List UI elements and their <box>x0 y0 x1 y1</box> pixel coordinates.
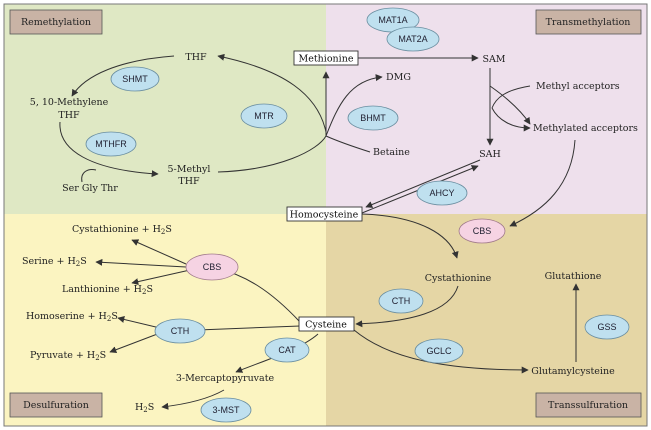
methylated-acceptors-label: Methylated acceptors <box>533 123 638 134</box>
enzyme-cth-upper: CTH <box>378 288 424 314</box>
enzyme-cat: CAT <box>264 337 310 363</box>
section-label-transmethylation: Transmethylation <box>535 9 642 35</box>
section-label-desulfuration: Desulfuration <box>9 392 103 418</box>
enzyme-mthfr: MTHFR <box>85 131 137 157</box>
svg-text:Homocysteine: Homocysteine <box>290 210 359 221</box>
svg-text:MTHFR: MTHFR <box>95 139 127 149</box>
enzyme-mtr: MTR <box>240 103 288 129</box>
cystathionine-label: Cystathionine <box>425 273 492 284</box>
methylene-to-methylthf-arrow <box>59 121 159 178</box>
betaine-to-dmg-arrow <box>325 74 383 137</box>
svg-text:SHMT: SHMT <box>122 74 148 84</box>
cysteine-box: Cysteine <box>298 316 355 332</box>
homoserine-h2s-label: Homoserine + H2S <box>26 311 118 323</box>
methylene-thf-label: 5, 10-Methylene <box>30 97 109 108</box>
methyl-acceptors-label: Methyl acceptors <box>536 81 620 92</box>
enzyme-cbs-lower: CBS <box>185 253 239 281</box>
to-cystathionine-h2s-arrow <box>131 239 187 265</box>
cystathionine-h2s-label: Cystathionine + H2S <box>72 224 172 236</box>
mtr-cycle-arc <box>217 135 327 173</box>
methyl-acceptors-line <box>491 85 531 109</box>
svg-text:MTR: MTR <box>254 111 274 121</box>
diagram-border <box>3 3 648 427</box>
thf-label: THF <box>185 52 207 63</box>
enzyme-3-mst: 3-MST <box>200 397 252 423</box>
methylation-arrow <box>489 85 531 125</box>
to-cbs-arrow <box>509 139 576 227</box>
cth-lower-line <box>197 325 301 331</box>
enzyme-gclc: GCLC <box>414 338 464 364</box>
homocysteine-to-cystathionine-arrow <box>361 213 459 259</box>
enzyme-cbs-upper: CBS <box>458 218 506 244</box>
svg-text:Transsulfuration: Transsulfuration <box>548 400 628 411</box>
svg-text:Cysteine: Cysteine <box>305 320 347 331</box>
to-homoserine-h2s-arrow <box>117 316 161 329</box>
betaine-line <box>325 135 371 153</box>
svg-text:AHCY: AHCY <box>429 188 454 198</box>
to-pyruvate-h2s-arrow <box>109 332 161 354</box>
to-serine-h2s-arrow <box>95 258 187 268</box>
svg-text:GCLC: GCLC <box>426 346 452 356</box>
svg-text:GSS: GSS <box>597 322 616 332</box>
svg-text:MAT2A: MAT2A <box>398 34 427 44</box>
h2s-label: H2S <box>135 402 154 414</box>
enzyme-bhmt: BHMT <box>347 105 399 131</box>
enzyme-mat2a: MAT2A <box>386 26 440 52</box>
section-label-remethylation: Remethylation <box>9 9 103 35</box>
sah-to-homocysteine-arrow <box>365 159 481 208</box>
to-methylated-acceptors-arrow <box>491 107 531 132</box>
ser-gly-thr-line <box>81 169 97 183</box>
dmg-label: DMG <box>386 72 411 83</box>
desulfuration-quadrant <box>4 214 326 426</box>
lanthionine-h2s-label: Lanthionine + H2S <box>62 284 153 296</box>
methyl-thf-label-2: THF <box>178 176 200 187</box>
thf-to-methylene-arrow <box>71 55 175 97</box>
svg-text:CBS: CBS <box>473 226 492 236</box>
svg-text:BHMT: BHMT <box>360 113 386 123</box>
svg-text:Desulfuration: Desulfuration <box>23 400 89 411</box>
mercaptopyruvate-label: 3-Mercaptopyruvate <box>176 373 275 384</box>
cystathionine-to-cysteine-arrow <box>355 285 459 328</box>
glutamylcysteine-label: Glutamylcysteine <box>531 366 615 377</box>
enzyme-ahcy: AHCY <box>416 180 468 206</box>
svg-text:3-MST: 3-MST <box>213 405 241 415</box>
svg-text:MAT1A: MAT1A <box>378 15 407 25</box>
svg-text:CTH: CTH <box>392 296 411 306</box>
betaine-label: Betaine <box>373 147 410 158</box>
methylene-thf-label-2: THF <box>58 110 80 121</box>
svg-text:CAT: CAT <box>278 345 296 355</box>
svg-text:CTH: CTH <box>171 326 190 336</box>
homocysteine-box: Homocysteine <box>286 206 363 222</box>
ser-gly-thr-label: Ser Gly Thr <box>62 183 118 194</box>
serine-h2s-label: Serine + H2S <box>22 256 87 268</box>
glutathione-label: Glutathione <box>545 271 602 282</box>
section-label-transsulfuration: Transsulfuration <box>535 392 642 418</box>
mercaptopyruvate-to-h2s-arrow <box>161 389 225 410</box>
svg-text:Transmethylation: Transmethylation <box>546 17 631 28</box>
methyl-thf-label: 5-Methyl <box>168 164 211 175</box>
enzyme-shmt: SHMT <box>110 66 160 92</box>
methionine-box: Methionine <box>293 50 359 66</box>
sam-label: SAM <box>482 54 505 65</box>
sah-label: SAH <box>479 149 501 160</box>
enzyme-mat1a: MAT1A <box>366 7 420 33</box>
svg-text:Methionine: Methionine <box>299 54 354 65</box>
svg-text:CBS: CBS <box>203 262 222 272</box>
to-lanthionine-h2s-arrow <box>131 269 191 286</box>
svg-text:Remethylation: Remethylation <box>21 17 91 28</box>
enzyme-cth-lower: CTH <box>154 318 206 344</box>
pyruvate-h2s-label: Pyruvate + H2S <box>30 350 106 362</box>
methionine-to-thf-arrow <box>217 53 327 133</box>
enzyme-gss: GSS <box>584 314 630 340</box>
